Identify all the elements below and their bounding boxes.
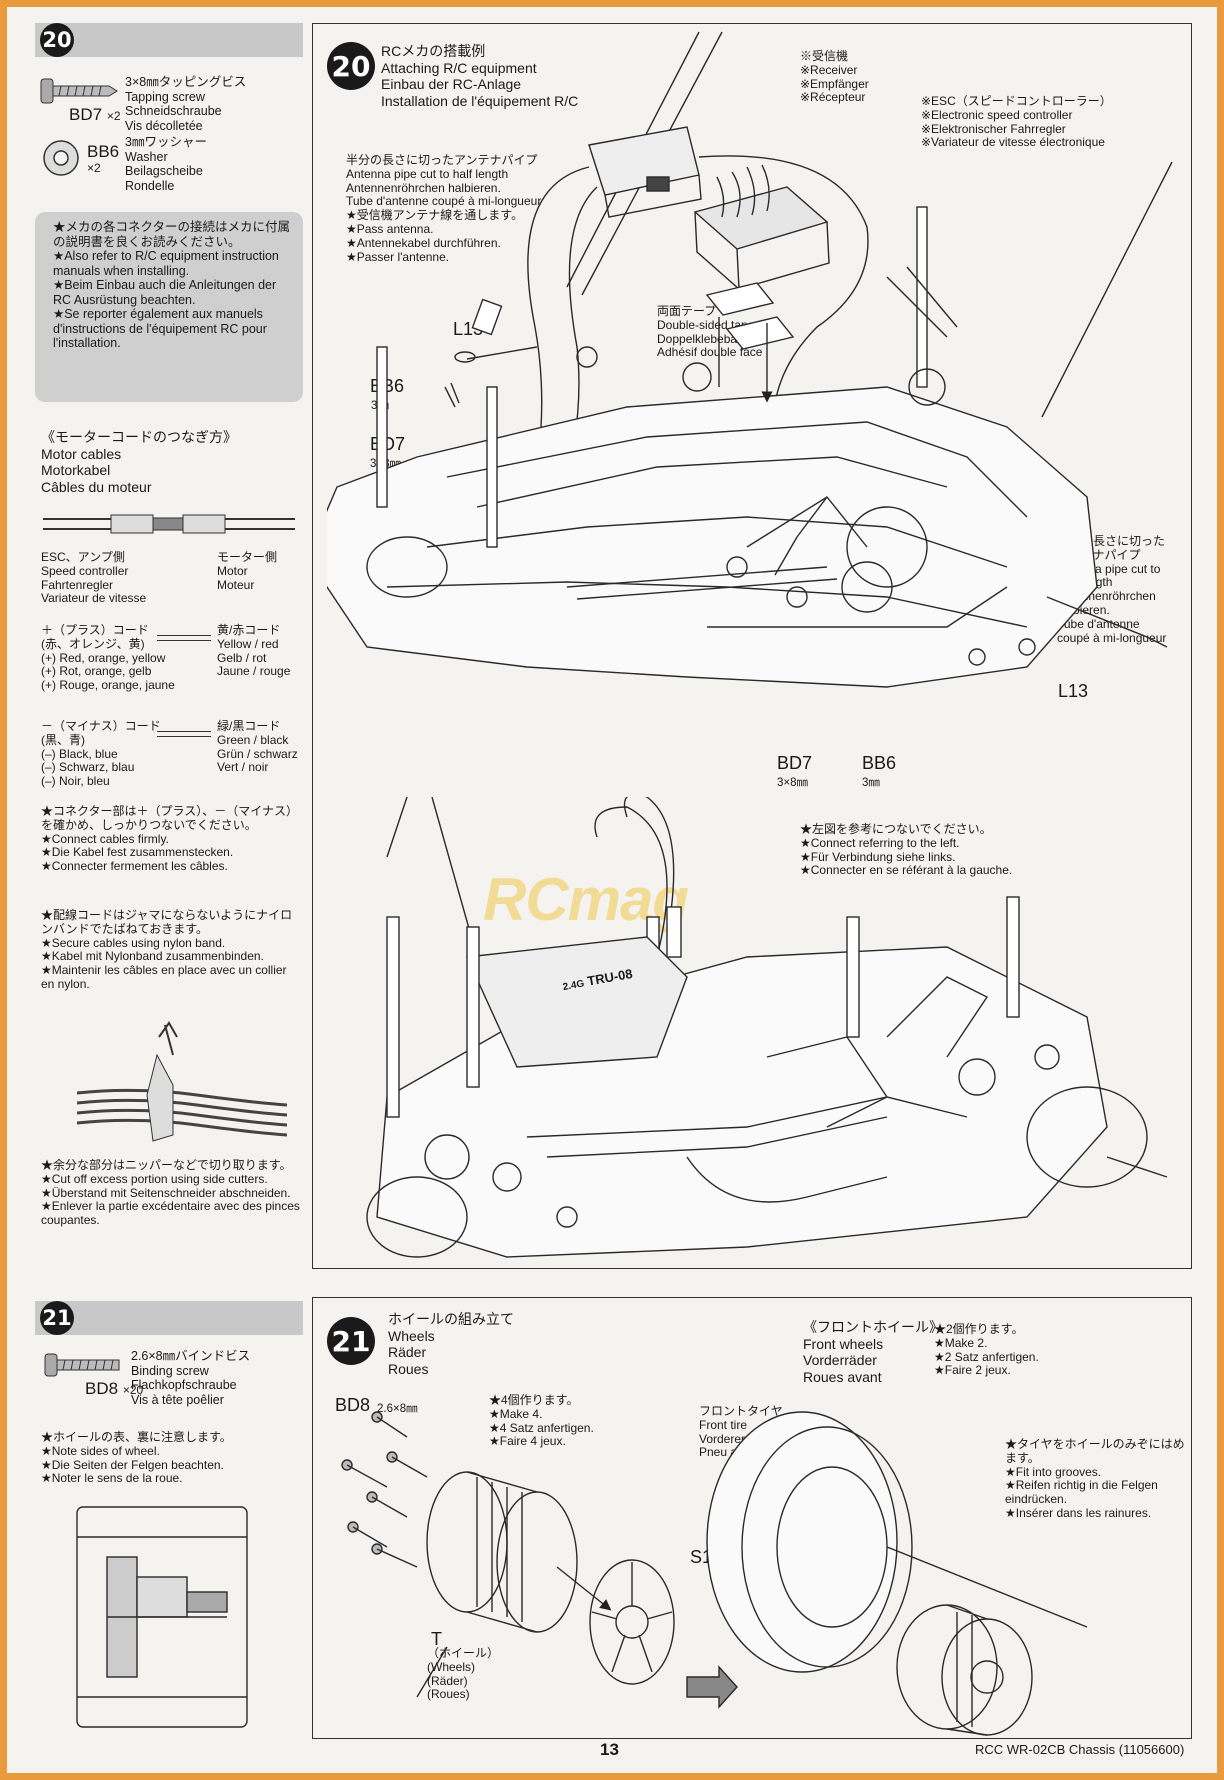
bd8-code: BD8 ×20 [85, 1379, 143, 1399]
page-number: 13 [600, 1740, 619, 1759]
washer-icon [43, 140, 79, 176]
minus-cord-motor: 緑/黒コード Green / black Grün / schwarz Vert… [217, 719, 298, 775]
bd7-screw-description: 3×8㎜タッピングビス Tapping screw Schneidschraub… [125, 75, 247, 133]
bb6-size-bottom: 3㎜ [862, 777, 880, 789]
bb6-label-bottom: BB6 [862, 753, 897, 773]
connect-referring-note: ★左図を参考につないでください。 ★Connect referring to t… [800, 822, 1013, 878]
bb6-qty: ×2 [87, 161, 101, 175]
step20-panel-badge: 20 [327, 42, 375, 90]
step21-badge: 21 [40, 1301, 74, 1335]
s1-label: S1 [690, 1547, 713, 1567]
bd7-size-bottom: 3×8㎜ [777, 777, 809, 789]
esc-side-label: ESC、アンプ側 Speed controller Fahrtenregler … [41, 550, 147, 606]
motor-cable-connector-diagram [43, 514, 295, 534]
binding-screw-icon [44, 1353, 120, 1377]
motor-cables-title: 《モーターコードのつなぎ方》 Motor cables Motorkabel C… [41, 429, 237, 495]
t-label: T [431, 1629, 442, 1649]
bb6-code-text: BB6 [87, 142, 120, 161]
front-wheels-title: 《フロントホイール》 Front wheels Vorderräder Roue… [803, 1319, 943, 1385]
step20-badge: 20 [40, 23, 74, 57]
chassis-lower-view-drawing [366, 797, 1168, 1258]
step20-header-bar [35, 23, 303, 57]
l13-label-right: L13 [1058, 681, 1089, 701]
step21-panel-badge: 21 [327, 1317, 375, 1365]
bd7-qty: ×2 [106, 109, 121, 123]
wheel-cross-section-drawing [76, 1506, 248, 1728]
motor-side-label: モーター側 Motor Moteur [217, 550, 278, 592]
cut-excess-note: ★余分な部分はニッパーなどで切り取ります。 ★Cut off excess po… [41, 1158, 300, 1228]
minus-cord-esc: －（マイナス）コード (黒、青) (–) Black, blue (–) Sch… [41, 719, 161, 789]
plus-cord-motor: 黄/赤コード Yellow / red Gelb / rot Jaune / r… [217, 623, 291, 679]
wheel-sides-note: ★ホイールの表、裏に注意します。 ★Note sides of wheel. ★… [41, 1430, 232, 1486]
minus-cord-connector-line [157, 731, 211, 737]
receiver-label: ※受信機 ※Receiver ※Empfänger ※Récepteur [800, 49, 869, 105]
plus-cord-esc: ＋（プラス）コード (赤、オレンジ、黄) (+) Red, orange, ye… [41, 623, 175, 693]
step21-header-bar [35, 1301, 303, 1335]
bb6-washer-description: 3㎜ワッシャー Washer Beilagscheibe Rondelle [125, 135, 207, 193]
bd8-size: 2.6×8㎜ [377, 1403, 418, 1415]
connector-note: ★コネクター部は＋（プラス）、－（マイナス）を確かめ、しっかりつないでください。… [41, 804, 299, 874]
nylon-band-illustration [77, 1021, 287, 1142]
tapping-screw-icon [40, 78, 118, 104]
plus-cord-connector-line [157, 635, 211, 641]
fit-grooves-note: ★タイヤをホイールのみぞにはめます。 ★Fit into grooves. ★R… [1005, 1437, 1185, 1520]
esc-label: ※ESC（スピードコントローラー） ※Electronic speed cont… [921, 94, 1112, 150]
step21-panel [312, 1297, 1192, 1739]
chassis-with-receiver-esc-drawing [327, 31, 1173, 688]
bd7-code-text: BD7 [69, 105, 103, 124]
step20-panel [312, 23, 1192, 1269]
bd7-label-bottom: BD7 [777, 753, 813, 773]
bd8-label: BD8 [335, 1395, 371, 1415]
cable-tie-note: ★配線コードはジャマにならないようにナイロンバンドでたばねておきます。 ★Sec… [41, 908, 293, 991]
step20-panel-title: RCメカの搭載例 Attaching R/C equipment Einbau … [381, 43, 579, 109]
bb6-code: BB6 ×2 [87, 143, 119, 177]
footer-title: RCC WR-02CB Chassis (11056600) [975, 1742, 1185, 1757]
make-four-note: ★4個作ります。 ★Make 4. ★4 Satz anfertigen. ★F… [489, 1393, 594, 1449]
instruction-page: 20 3×8㎜タッピングビス Tapping screw Schneidschr… [7, 7, 1217, 1773]
bd8-code-text: BD8 [85, 1379, 119, 1398]
bd7-code: BD7 ×2 [69, 105, 121, 125]
wheel-assembly-drawing [341, 1411, 1088, 1736]
antenna-pipe-label: 半分の長さに切ったアンテナパイプ Antenna pipe cut to hal… [346, 153, 542, 264]
make-two-note: ★2個作ります。 ★Make 2. ★2 Satz anfertigen. ★F… [934, 1322, 1039, 1378]
step21-panel-title: ホイールの組み立て Wheels Räder Roues [388, 1311, 514, 1377]
bd8-qty: ×20 [122, 1383, 144, 1397]
rc-equipment-note-box [35, 212, 303, 402]
bd8-screw-description: 2.6×8㎜バインドビス Binding screw Flachkopfschr… [131, 1349, 251, 1407]
rc-equipment-note: ★メカの各コネクターの接続はメカに付属の説明書を良くお読みください。 ★Also… [53, 220, 291, 350]
